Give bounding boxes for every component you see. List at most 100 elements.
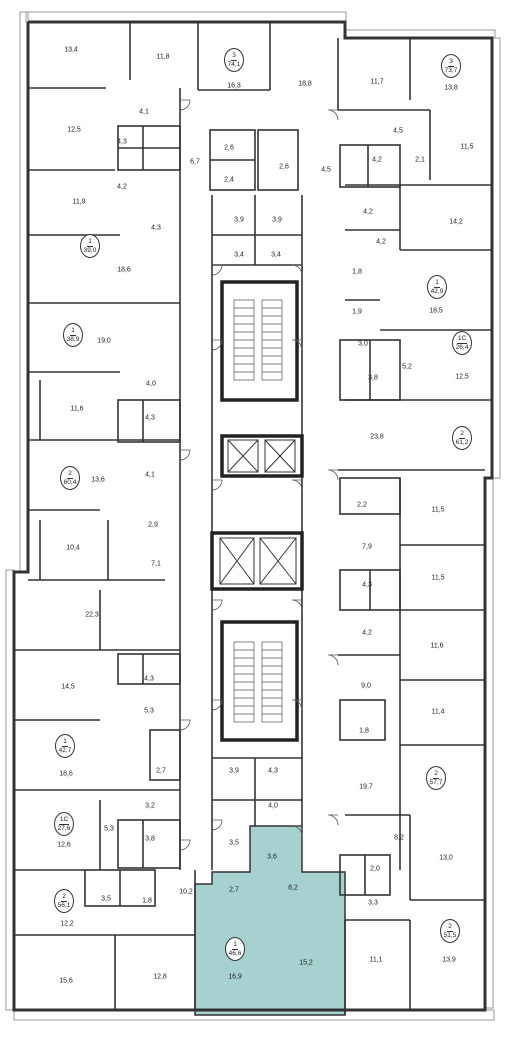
room-area: 19,7 bbox=[359, 783, 373, 791]
rooms-count: 3 bbox=[231, 52, 237, 61]
room-area: 2,7 bbox=[229, 886, 239, 894]
apartment-area: 46,6 bbox=[228, 949, 242, 957]
room-area: 9,0 bbox=[361, 682, 371, 690]
room-area: 18,8 bbox=[298, 80, 312, 88]
room-area: 3,5 bbox=[101, 895, 111, 903]
room-area: 18,5 bbox=[429, 307, 443, 315]
apartment-area: 42,9 bbox=[430, 287, 444, 295]
apartment-area: 38,9 bbox=[66, 335, 80, 343]
room-area: 12,6 bbox=[57, 841, 71, 849]
room-area: 4,1 bbox=[139, 108, 149, 116]
room-area: 11,5 bbox=[431, 574, 445, 582]
room-area: 3,9 bbox=[234, 216, 244, 224]
apartment-area: 42,7 bbox=[58, 746, 72, 754]
room-area: 4,2 bbox=[117, 183, 127, 191]
room-area: 4,2 bbox=[376, 238, 386, 246]
room-area: 4,0 bbox=[146, 380, 156, 388]
room-area: 4,3 bbox=[151, 224, 161, 232]
room-area: 1,8 bbox=[352, 268, 362, 276]
apartment-area: 57,7 bbox=[429, 778, 443, 786]
room-area: 4,3 bbox=[362, 581, 372, 589]
room-area: 16,9 bbox=[228, 973, 242, 981]
rooms-count: 2 bbox=[61, 893, 67, 902]
room-area: 7,9 bbox=[362, 543, 372, 551]
rooms-count: 1С bbox=[456, 335, 468, 344]
room-area: 4,3 bbox=[144, 675, 154, 683]
rooms-count: 1С bbox=[58, 816, 70, 825]
room-area: 11,7 bbox=[370, 78, 384, 86]
room-area: 8,2 bbox=[394, 834, 404, 842]
rooms-count: 1 bbox=[70, 327, 76, 336]
room-area: 18,6 bbox=[117, 266, 131, 274]
room-area: 13,4 bbox=[64, 46, 78, 54]
stair-flights bbox=[233, 299, 283, 723]
room-area: 11,5 bbox=[431, 506, 445, 514]
door-swings bbox=[179, 99, 339, 851]
room-area: 3,9 bbox=[272, 216, 282, 224]
room-area: 1,9 bbox=[352, 308, 362, 316]
room-area: 16,3 bbox=[227, 82, 241, 90]
room-area: 1,8 bbox=[142, 897, 152, 905]
room-area: 11,9 bbox=[72, 198, 86, 206]
room-area: 3,3 bbox=[368, 899, 378, 907]
apartment-area: 26,4 bbox=[455, 343, 469, 351]
room-area: 3,5 bbox=[229, 839, 239, 847]
room-area: 5,3 bbox=[144, 707, 154, 715]
room-area: 7,1 bbox=[151, 560, 161, 568]
room-area: 22,3 bbox=[85, 611, 99, 619]
room-area: 23,8 bbox=[370, 433, 384, 441]
room-area: 12,8 bbox=[153, 973, 167, 981]
room-area: 2,7 bbox=[156, 767, 166, 775]
room-area: 2,9 bbox=[148, 521, 158, 529]
room-area: 3,8 bbox=[145, 835, 155, 843]
room-area: 19,0 bbox=[97, 337, 111, 345]
room-area: 3,4 bbox=[234, 251, 244, 259]
room-area: 2,6 bbox=[279, 163, 289, 171]
room-area: 13,0 bbox=[439, 854, 453, 862]
rooms-count: 1 bbox=[87, 238, 93, 247]
room-area: 13,8 bbox=[444, 84, 458, 92]
room-area: 2,1 bbox=[415, 156, 425, 164]
room-area: 3,4 bbox=[271, 251, 281, 259]
room-area: 5,2 bbox=[402, 363, 412, 371]
selected-apartment[interactable] bbox=[194, 825, 346, 1016]
apartment-area: 39,0 bbox=[83, 246, 97, 254]
interior-walls bbox=[14, 22, 492, 1015]
rooms-count: 2 bbox=[459, 430, 465, 439]
apartment-area: 74,1 bbox=[227, 60, 241, 68]
room-area: 3,2 bbox=[145, 802, 155, 810]
rooms-count: 2 bbox=[67, 470, 73, 479]
room-area: 4,5 bbox=[321, 166, 331, 174]
room-area: 18,6 bbox=[59, 770, 73, 778]
apartment-area: 61,2 bbox=[455, 438, 469, 446]
rooms-count: 3 bbox=[448, 58, 454, 67]
outer-walls bbox=[12, 20, 494, 1012]
rooms-count: 1 bbox=[434, 279, 440, 288]
room-area: 1,8 bbox=[359, 727, 369, 735]
room-area: 4,3 bbox=[117, 138, 127, 146]
apartment-area: 56,1 bbox=[57, 901, 71, 909]
room-area: 4,3 bbox=[268, 767, 278, 775]
room-area: 11,8 bbox=[156, 53, 170, 61]
room-area: 3,6 bbox=[267, 853, 277, 861]
room-area: 4,3 bbox=[145, 414, 155, 422]
rooms-count: 1 bbox=[232, 941, 238, 950]
room-area: 11,6 bbox=[70, 405, 84, 413]
room-area: 11,5 bbox=[460, 143, 474, 151]
room-area: 11,4 bbox=[431, 708, 445, 716]
